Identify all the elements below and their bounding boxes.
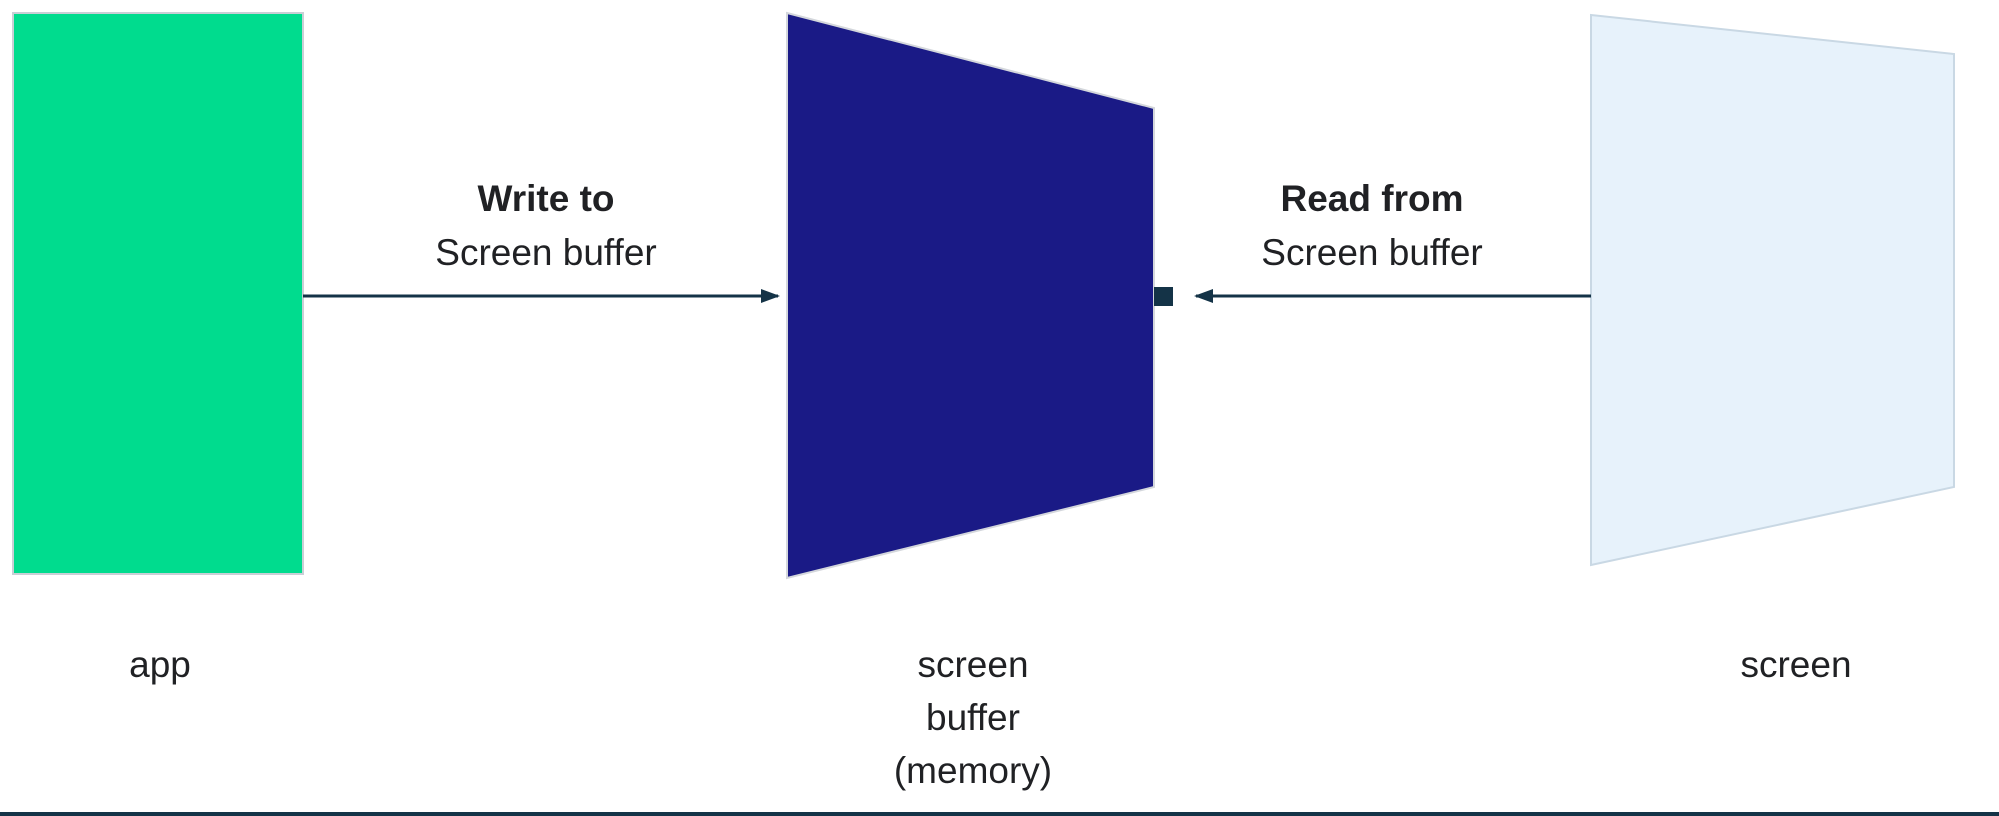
screen-buffer-label-line3: (memory) <box>893 750 1053 791</box>
app-node <box>12 12 304 575</box>
screen-node <box>1590 13 1955 567</box>
write-arrow-subtitle: Screen buffer <box>435 232 657 273</box>
screen-buffer-label-line1: screen <box>917 644 1029 685</box>
read-arrow-title: Read from <box>1280 178 1464 219</box>
screen-buffer-node-label: screen buffer (memory) <box>823 638 1123 797</box>
screen-buffer-node <box>786 11 1155 580</box>
read-arrow-subtitle: Screen buffer <box>1261 232 1483 273</box>
write-arrow-label: Write to Screen buffer <box>366 172 726 280</box>
write-arrow-title: Write to <box>477 178 615 219</box>
connector-square <box>1154 287 1173 306</box>
bottom-divider <box>0 812 1999 816</box>
screen-buffer-label-line2: buffer <box>926 697 1020 738</box>
read-arrow-label: Read from Screen buffer <box>1192 172 1552 280</box>
app-node-label: app <box>129 644 191 685</box>
screen-node-label: screen <box>1740 644 1852 685</box>
